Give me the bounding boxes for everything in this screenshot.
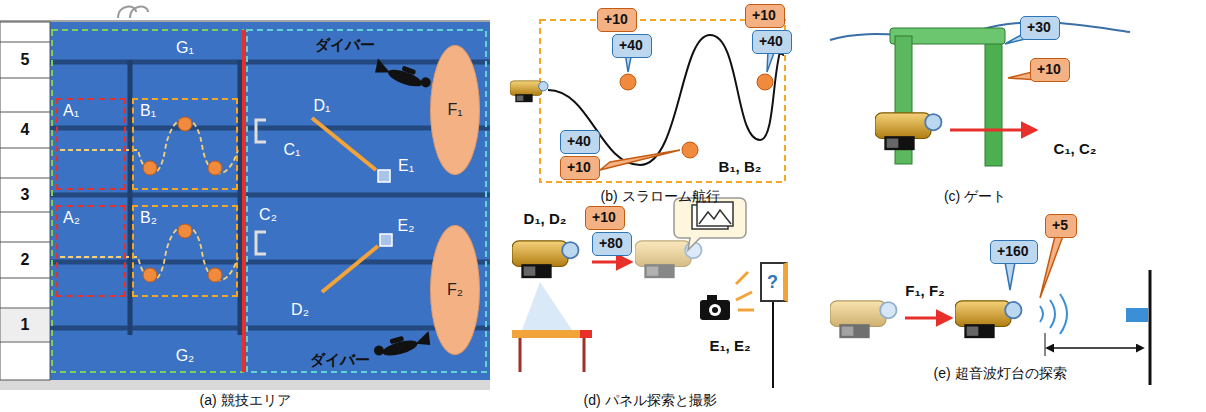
node-text: A₁: [63, 102, 119, 120]
zone-label: D₂: [291, 301, 309, 319]
score-bubble: +10: [585, 206, 625, 230]
score-bubble: +5: [1045, 214, 1077, 238]
zone-label: E₂: [398, 217, 415, 235]
start-zone: A₁: [56, 98, 126, 190]
score-bubble: +30: [1020, 16, 1060, 40]
node-text: B₁: [140, 102, 230, 120]
lane-number: 1: [21, 316, 30, 334]
node-text: +10: [567, 159, 593, 175]
zone-label: C₁, C₂: [1054, 140, 1097, 157]
bubble-tails: [600, 30, 1063, 298]
node-text: +40: [759, 33, 785, 49]
lane-number: 2: [21, 251, 30, 269]
node-text: +10: [752, 7, 778, 23]
node-text: +40: [619, 37, 645, 53]
node-text: +40: [567, 133, 593, 149]
panel-caption: (d) パネル探索と撮影: [584, 392, 717, 410]
slalom-zone: B₂: [132, 205, 238, 297]
slalom-zone: B₁: [132, 98, 238, 190]
zone-label: F₁, F₂: [905, 282, 945, 299]
node-text: F₂: [447, 281, 463, 299]
node-text: +10: [592, 209, 618, 225]
node-text: B₂: [140, 209, 230, 227]
panel-figure: [512, 198, 773, 388]
start-zone: A₂: [56, 205, 126, 297]
diver-label: ダイバー: [310, 351, 370, 370]
panel-caption: (a) 競技エリア: [200, 392, 291, 410]
diver-label: ダイバー: [315, 36, 375, 55]
beacon-figure: [830, 270, 1150, 385]
score-bubble: +10: [1030, 58, 1070, 82]
zone-label: G₁: [176, 39, 194, 57]
node-text: +80: [599, 235, 625, 251]
zone-label: D₁, D₂: [524, 210, 567, 227]
score-bubble: +10: [597, 8, 637, 32]
score-bubble: +10: [745, 4, 785, 28]
node-text: F₁: [447, 101, 462, 119]
target-panel: ?: [760, 262, 788, 302]
score-bubble: +160: [990, 240, 1038, 264]
panel-caption: (c) ゲート: [944, 188, 1006, 206]
zone-label: C₂: [259, 206, 277, 224]
lane-number: 5: [21, 51, 30, 69]
score-bubble: +40: [752, 30, 792, 54]
lane-number: 3: [21, 186, 30, 204]
node-text: ?: [767, 272, 778, 293]
zone-label: G₂: [176, 347, 195, 365]
beacon-zone: F₁: [430, 45, 480, 175]
panel-caption: (e) 超音波灯台の探索: [934, 365, 1067, 383]
node-text: +10: [604, 11, 630, 27]
node-text: +30: [1027, 19, 1053, 35]
score-bubble: +40: [612, 34, 652, 58]
zone-label: E₁: [398, 157, 414, 175]
beacon-zone: F₂: [430, 225, 480, 355]
zone-label: E₁, E₂: [709, 337, 750, 354]
zone-label: D₁: [314, 97, 331, 115]
gate-figure: [830, 22, 1130, 166]
zone-label: B₁, B₂: [719, 158, 762, 175]
node-text: +160: [997, 243, 1031, 259]
slalom-figure: [510, 20, 785, 182]
node-text: +5: [1052, 217, 1070, 233]
score-bubble: +80: [592, 232, 632, 256]
panel-caption: (b) スラローム航行: [601, 188, 720, 206]
node-text: A₂: [63, 209, 119, 227]
node-text: +10: [1037, 61, 1063, 77]
score-bubble: +10: [560, 156, 600, 180]
score-bubble: +40: [560, 130, 600, 154]
zone-label: C₁: [284, 141, 301, 159]
pool: [0, 0, 490, 390]
lane-number: 4: [21, 121, 30, 139]
